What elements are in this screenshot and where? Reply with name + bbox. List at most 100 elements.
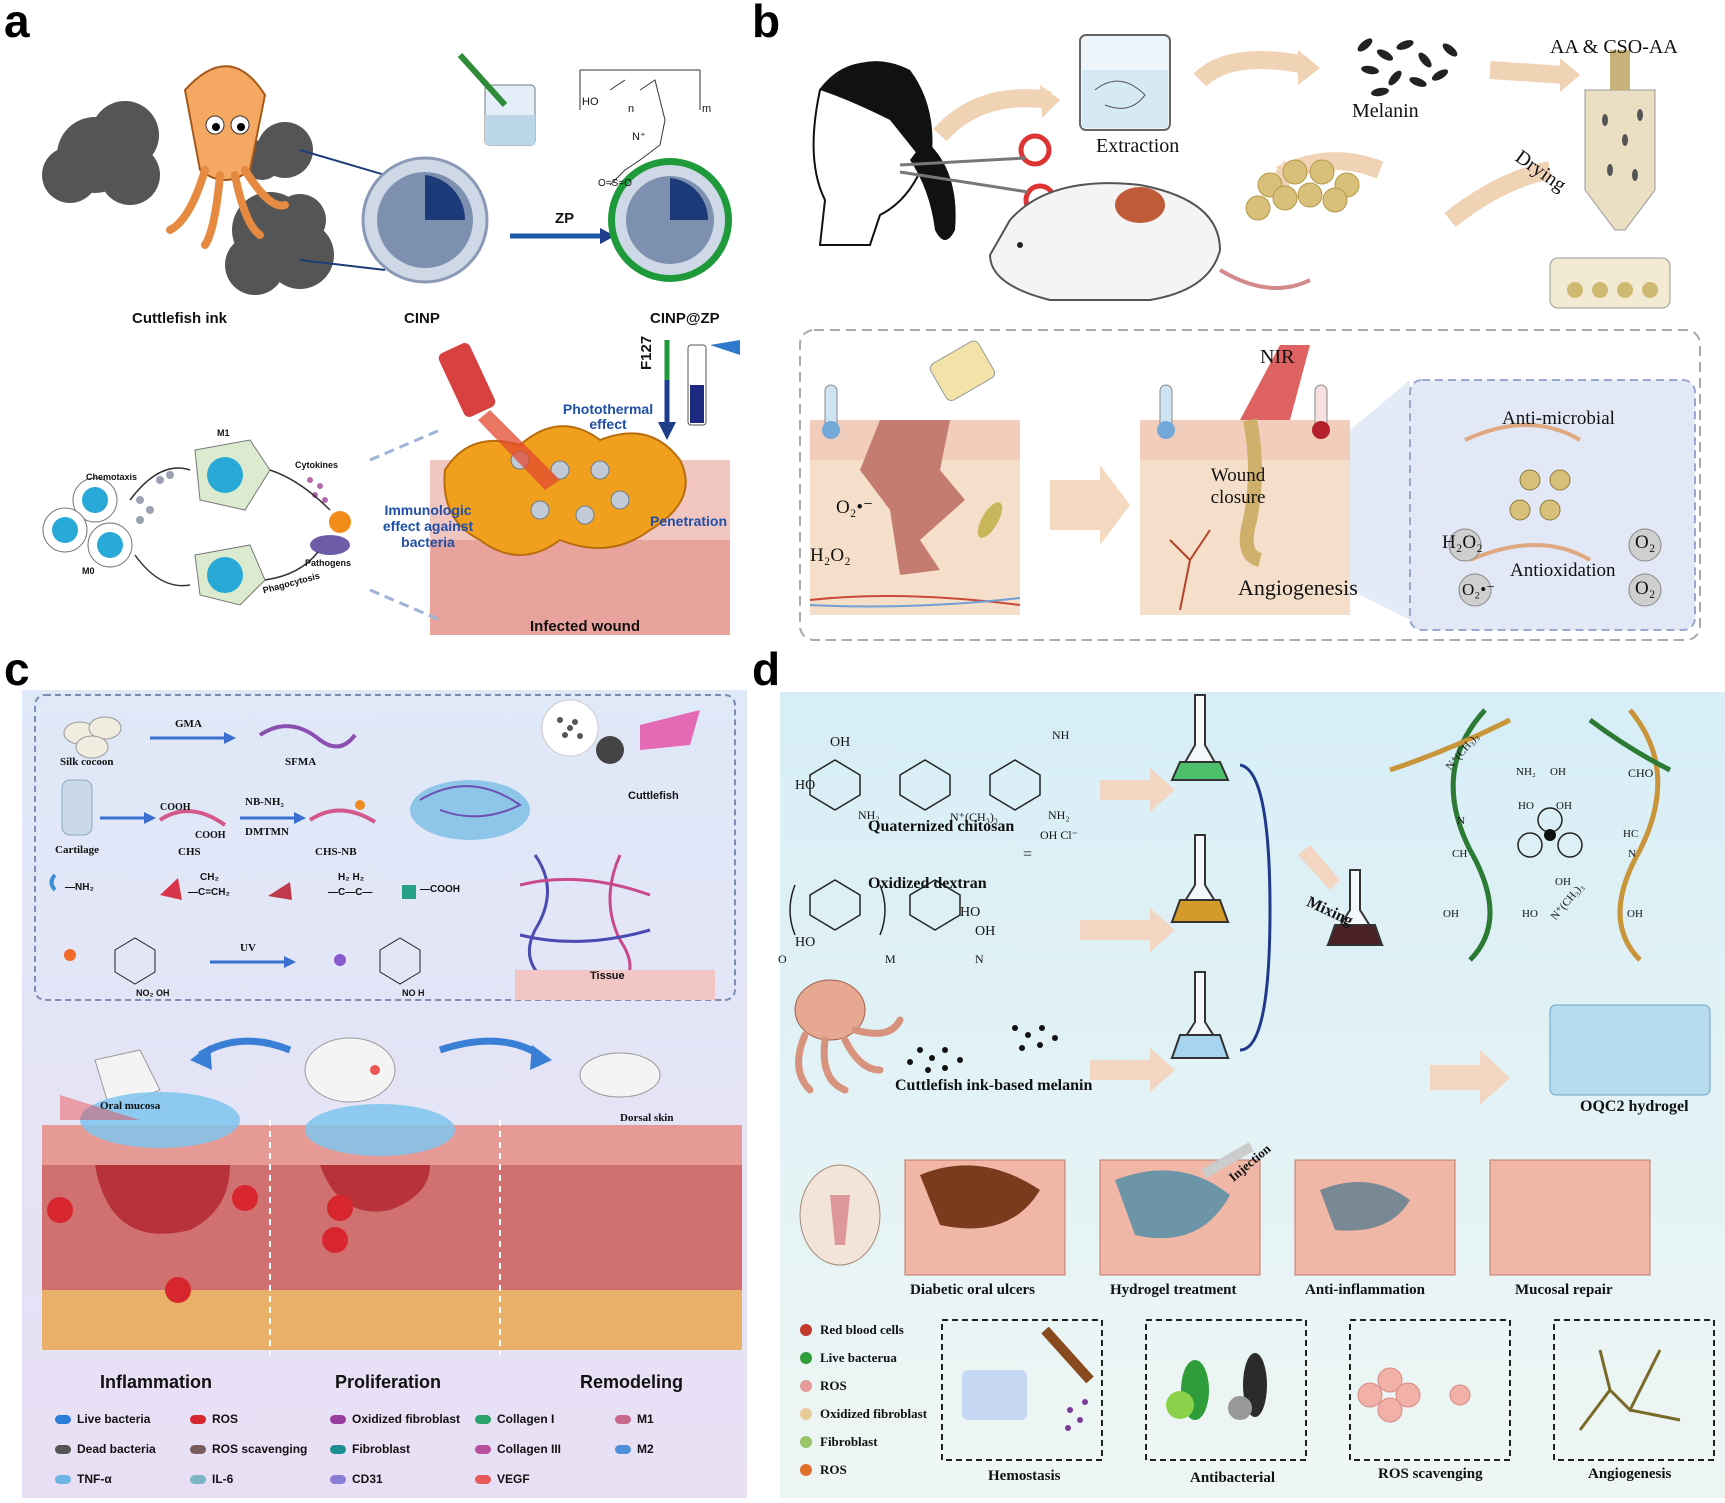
chem-nh: NH	[1052, 728, 1070, 742]
legend-c-item: CD31	[330, 1472, 383, 1486]
pathogens-label: Pathogens	[305, 558, 352, 568]
legend-c-item: Oxidized fibroblast	[330, 1412, 460, 1426]
penetration-label: Penetration	[650, 513, 728, 529]
hydrogel-icon	[410, 780, 530, 840]
legend-swatch	[800, 1408, 812, 1420]
h2o2-label: H₂O₂	[810, 545, 851, 566]
legend-c-item: VEGF	[475, 1472, 530, 1486]
uv-label: UV	[240, 942, 256, 954]
legend-swatch	[190, 1444, 206, 1454]
o2-radical-label: O₂•⁻	[836, 497, 874, 518]
chem-nh2-b: NH₂	[1048, 808, 1070, 822]
laser-pointer-icon	[438, 343, 560, 490]
gauze-icon	[962, 1370, 1027, 1420]
chem-ho-b: HO	[795, 935, 816, 950]
legend-c-item: Live bacteria	[55, 1412, 150, 1426]
legend-label: Red blood cells	[820, 1322, 904, 1337]
flask-icon	[1170, 694, 1384, 1059]
antioxidation-label: Antioxidation	[1510, 560, 1616, 581]
chem-ho-a: HO	[795, 778, 816, 793]
stage-proliferation: Proliferation	[335, 1372, 442, 1392]
no-h-label: NO H	[402, 988, 425, 998]
photothermal-label: Photothermal effect	[562, 401, 654, 432]
legend-label: IL-6	[212, 1472, 234, 1486]
squid-icon	[596, 710, 700, 764]
legend-d-item: Live bacterua	[800, 1350, 897, 1366]
nh2-label: —NH₂	[65, 882, 94, 893]
polymer-n-plus: N⁺	[632, 131, 646, 143]
dmtmn-label: DMTMN	[245, 826, 289, 838]
extraction-label: Extraction	[1096, 135, 1180, 157]
polymer-ho: HO	[582, 96, 599, 108]
wound-closure-label: Wound closure	[1210, 465, 1266, 508]
legend-label: M1	[637, 1412, 654, 1426]
octopus-icon	[794, 979, 904, 1094]
gma-label: GMA	[175, 718, 202, 730]
anti-microbial-label: Anti-microbial	[1502, 408, 1615, 429]
stage-remodeling: Remodeling	[580, 1372, 684, 1392]
mouse-icon	[304, 1037, 396, 1103]
legend-label: Dead bacteria	[77, 1442, 156, 1456]
immunologic-label: Immunologic effect against bacteria	[382, 502, 474, 550]
legend-swatch	[800, 1352, 812, 1364]
panel-a-graphics	[42, 52, 740, 635]
legend-swatch	[475, 1444, 491, 1454]
net-n-a: N	[1457, 815, 1465, 827]
oxidized-dextran-label: Oxidized dextran	[868, 875, 987, 892]
legend-swatch	[330, 1444, 346, 1454]
legend-d-item: Red blood cells	[800, 1322, 904, 1338]
panel-b-label: b	[752, 0, 781, 47]
legend-c-item: M2	[615, 1442, 654, 1456]
chem-ho-c: HO	[960, 905, 981, 920]
infected-wound-label: Infected wound	[530, 618, 640, 635]
panel-a-label: a	[4, 0, 30, 47]
legend-c-item: ROS	[190, 1412, 238, 1426]
legend-swatch	[615, 1414, 631, 1424]
net-ch: CH	[1452, 848, 1468, 860]
panel-d: d	[750, 643, 1725, 1503]
zp-label: ZP	[555, 210, 575, 227]
cartilage-label: Cartilage	[55, 844, 99, 856]
oqc2-network	[1389, 708, 1672, 962]
chem-n: N	[975, 952, 984, 966]
chem-n-ch3: N⁺(CH₃)₃	[950, 810, 999, 824]
c-c-label: —C—C—	[328, 887, 373, 898]
chem-m: M	[885, 952, 896, 966]
polymer-m: m	[702, 103, 712, 115]
stage-hydrogel: Hydrogel treatment	[1110, 1282, 1237, 1298]
legend-swatch	[475, 1474, 491, 1484]
infected-wound-area	[443, 425, 687, 556]
net-ho-b: HO	[1522, 908, 1538, 920]
legend-swatch	[190, 1474, 206, 1484]
legend-swatch	[330, 1474, 346, 1484]
net-hc: HC	[1623, 828, 1639, 840]
chem-nh2-a: NH₂	[858, 808, 880, 822]
stage-mucosal: Mucosal repair	[1515, 1282, 1613, 1298]
legend-swatch	[330, 1414, 346, 1424]
legend-label: Oxidized fibroblast	[352, 1412, 461, 1426]
box-ros-scavenging: ROS scavenging	[1378, 1466, 1483, 1482]
scissors-icon	[899, 133, 1057, 217]
chs-label: CHS	[178, 846, 201, 858]
cartilage-icon	[61, 779, 93, 836]
mouse-icon	[579, 1052, 661, 1098]
panel-b: b	[750, 0, 1725, 650]
polymer-n: n	[628, 103, 635, 115]
panel-d-label: d	[752, 643, 781, 695]
cinp-label: CINP	[404, 310, 440, 327]
dorsal-skin-label: Dorsal skin	[620, 1112, 674, 1124]
legend-c-item: TNF-α	[55, 1472, 112, 1486]
polymer-so3: O=S=O	[598, 178, 632, 189]
legend-label: Collagen I	[497, 1412, 555, 1426]
cooh1-label: COOH	[160, 802, 191, 813]
legend-label: TNF-α	[77, 1472, 112, 1486]
mouse-icon	[799, 1164, 881, 1266]
legend-d-item: Oxidized fibroblast	[800, 1406, 927, 1422]
legend-d-item: ROS	[800, 1462, 847, 1478]
legend-c-item: Collagen III	[475, 1442, 561, 1456]
tissue-label: Tissue	[590, 970, 625, 982]
woman-profile-icon	[812, 61, 956, 246]
m1-label: M1	[217, 428, 230, 438]
net-oh-e: OH	[1627, 908, 1643, 920]
h2o2-right-label: H₂O₂	[1442, 532, 1483, 553]
